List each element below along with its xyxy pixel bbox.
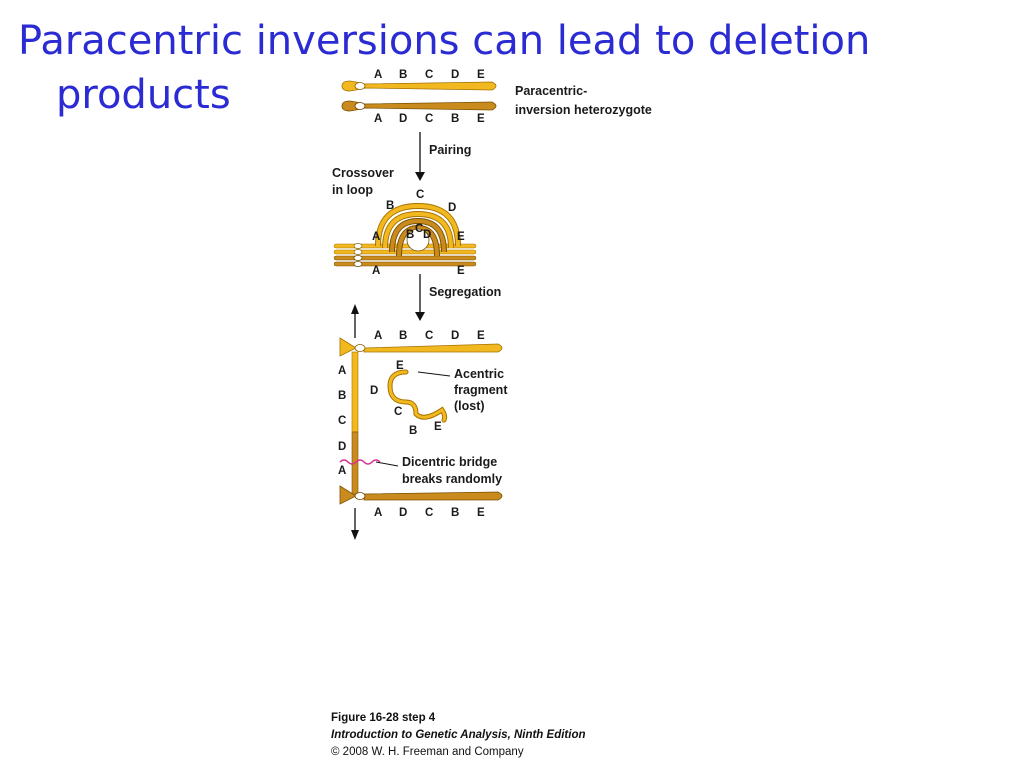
fragment-letter-c: C: [394, 406, 402, 418]
fragment-letter-e-bottom: E: [434, 421, 442, 433]
acentric-label-3: (lost): [454, 399, 485, 413]
top-letter-a: A: [374, 69, 382, 81]
loop-letter-e-bottom: E: [457, 265, 465, 277]
pairing-label: Pairing: [429, 143, 471, 157]
title-line-1: Paracentric inversions can lead to delet…: [18, 18, 871, 64]
bottom-letter-a: A: [374, 113, 382, 125]
loop-letter-b-outer: B: [386, 200, 394, 212]
loop-letter-c-outer: C: [416, 189, 424, 201]
heterozygote-label-2: inversion heterozygote: [515, 103, 652, 117]
dicentric-label-1: Dicentric bridge: [402, 455, 497, 469]
loop-letter-d-inner: D: [423, 229, 431, 241]
title-line-2: products: [56, 72, 231, 118]
segregation-products: A B C D E A B C D A Dicentric bridge bre…: [338, 304, 508, 540]
bridge-letter-c: C: [338, 415, 346, 427]
chromosome-top: [341, 80, 497, 92]
break-mark: [339, 459, 381, 465]
centromere-top: [354, 82, 366, 90]
lower-product-chromosome: [363, 491, 503, 501]
top-letter-d: D: [451, 69, 459, 81]
bridge-letter-a-top: A: [338, 365, 346, 377]
upper-letter-e: E: [477, 330, 485, 342]
bottom-letter-e: E: [477, 113, 485, 125]
bottom-letter-b: B: [451, 113, 459, 125]
loop-letter-a-bottom: A: [372, 265, 380, 277]
lower-letter-e: E: [477, 507, 485, 519]
loop-letter-b-inner: B: [406, 229, 414, 241]
upper-letter-a: A: [374, 330, 382, 342]
top-letter-b: B: [399, 69, 407, 81]
lower-letter-d: D: [399, 507, 407, 519]
upper-letter-b: B: [399, 330, 407, 342]
dicentric-bridge-light: [351, 351, 359, 433]
caption-copyright: © 2008 W. H. Freeman and Company: [331, 746, 524, 758]
upper-letter-c: C: [425, 330, 433, 342]
figure-caption: Figure 16-28 step 4 Introduction to Gene…: [331, 710, 586, 761]
caption-book-title: Introduction to Genetic Analysis, Ninth …: [331, 729, 586, 741]
loop-letter-c-inner: C: [415, 223, 423, 235]
fragment-letter-e-top: E: [396, 360, 404, 372]
acentric-label-1: Acentric: [454, 367, 504, 381]
bridge-letter-d: D: [338, 441, 346, 453]
upper-letter-d: D: [451, 330, 459, 342]
heterozygote-label-1: Paracentric-: [515, 84, 587, 98]
crossover-loop: Crossover in loop C B D: [332, 166, 477, 277]
dicentric-label-2: breaks randomly: [402, 472, 502, 486]
lower-letter-a: A: [374, 507, 382, 519]
loop-letter-e-right: E: [457, 231, 465, 243]
bottom-letter-c: C: [425, 113, 433, 125]
acentric-label-2: fragment: [454, 383, 508, 397]
fragment-letter-b: B: [409, 425, 417, 437]
lower-letter-b: B: [451, 507, 459, 519]
loop-letter-d-outer: D: [448, 202, 456, 214]
bridge-letter-b: B: [338, 390, 346, 402]
pairing-arrow: Pairing: [415, 132, 471, 181]
slide-title: Paracentric inversions can lead to delet…: [18, 14, 1008, 122]
top-letter-c: C: [425, 69, 433, 81]
inversion-diagram: A B C D E A D C B E Paracentric- inversi…: [320, 60, 740, 560]
segregation-arrow: Segregation: [415, 274, 501, 321]
chromosome-bottom: [341, 100, 497, 112]
crossover-label-1: Crossover: [332, 166, 394, 180]
top-letter-e: E: [477, 69, 485, 81]
bridge-letter-a-bottom: A: [338, 465, 346, 477]
centromere-bottom: [354, 102, 366, 110]
bottom-letter-d: D: [399, 113, 407, 125]
heterozygote-pair: A B C D E A D C B E Paracentric- inversi…: [341, 69, 652, 125]
segregation-label: Segregation: [429, 285, 501, 299]
upper-product-chromosome: [363, 343, 503, 353]
fragment-letter-d: D: [370, 385, 378, 397]
loop-letter-a-left: A: [372, 231, 380, 243]
crossover-label-2: in loop: [332, 183, 373, 197]
caption-figure-number: Figure 16-28 step 4: [331, 712, 436, 724]
lower-letter-c: C: [425, 507, 433, 519]
